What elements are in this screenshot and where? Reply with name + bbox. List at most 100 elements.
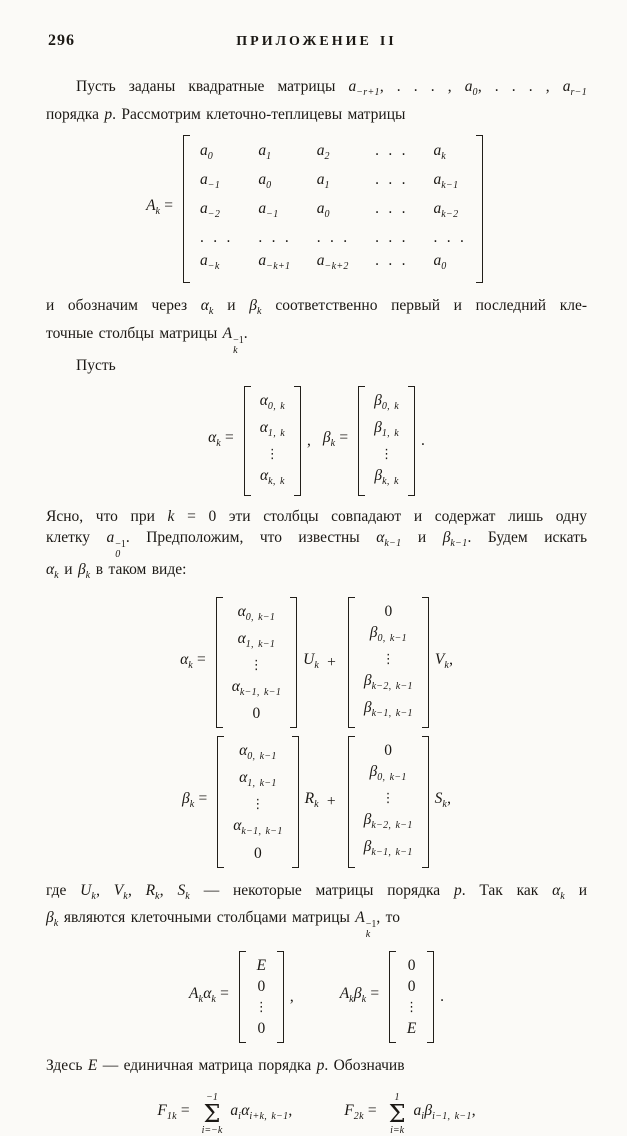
vector-cell: α0, k−1: [233, 740, 282, 767]
math-var: V: [113, 881, 124, 899]
punctuation: ,: [449, 650, 453, 668]
math-var: a: [433, 200, 442, 218]
math-term: aiβi−1, k−1,: [414, 1100, 476, 1128]
math-var: F: [157, 1102, 167, 1120]
math-sub: k, k: [382, 475, 399, 487]
paragraph-line: Пусть заданы квадратные матрицы a−r+1, .…: [46, 76, 587, 104]
math-factor: Sk,: [435, 788, 451, 816]
vector-cell: β0, k: [374, 390, 399, 417]
bracket-left-icon: [243, 385, 251, 496]
math-var: β: [374, 418, 382, 436]
text-run: и: [401, 529, 443, 547]
vector-body: α0, k−1 α1, k−1 ⋮ αk−1, k−1 0: [223, 597, 290, 728]
bracket-left-icon: [238, 951, 246, 1044]
math-var: a: [464, 78, 473, 95]
plus-sign: +: [326, 793, 336, 811]
math-var: a: [433, 252, 442, 270]
math-sub: 1k: [166, 1111, 177, 1123]
math-sub: k−1: [384, 538, 402, 550]
math-sub: k: [365, 928, 371, 940]
math-var: a: [562, 78, 571, 95]
equation-row: F1k= −1 Σ i=−k aiαi+k, k−1,: [157, 1091, 292, 1136]
math-sub: 0, k−1: [377, 772, 407, 784]
matrix-cell: a0: [317, 198, 330, 226]
math-var: a: [316, 200, 325, 218]
paragraph-line: Пусть: [46, 355, 587, 377]
text-run: , . . . ,: [379, 78, 465, 95]
paragraph-line: где Uk, Vk, Rk, Sk — некоторые матрицы п…: [46, 880, 587, 908]
equals-sign: =: [196, 650, 206, 668]
vector-cell: β0, k−1: [364, 622, 413, 649]
math-sub: k: [85, 570, 91, 582]
math-sub: k: [208, 306, 214, 318]
math-var: S: [177, 881, 186, 899]
punctuation: .: [440, 988, 445, 1006]
math-var: β: [424, 1102, 433, 1120]
math-sub: k−1, k−1: [241, 826, 283, 838]
column-vector: 0 β0, k−1 ⋮ βk−2, k−1 βk−1, k−1: [347, 736, 429, 868]
text-run: . Рассмотрим клеточно-теплицевы матрицы: [112, 105, 406, 123]
column-vector: 0 β0, k−1 ⋮ βk−2, k−1 βk−1, k−1: [347, 596, 429, 729]
bracket-right-icon: [427, 951, 435, 1044]
sum-lower-limit: i=k: [390, 1124, 405, 1136]
bracket-left-icon: [347, 736, 355, 868]
equation-lhs: F1k=: [157, 1100, 189, 1128]
equation-row: Akβk= 0 0 ⋮ E .: [340, 951, 445, 1044]
punctuation: ,: [289, 988, 294, 1006]
equation-row: Ak= a0 a1 a2 . . . ak a−1 a0 a1 . . . ak…: [146, 135, 487, 284]
math-sub: k: [188, 659, 193, 671]
equation-row: αk= α0, k−1 α1, k−1 ⋮ αk−1, k−1 0 Uk +: [180, 596, 453, 729]
matrix-cell: ak−2: [434, 198, 459, 226]
math-var: α: [239, 769, 248, 787]
math-var: F: [344, 1102, 354, 1120]
vector-cell: E: [405, 1018, 418, 1039]
math-sub: k: [155, 206, 161, 218]
bracket-right-icon: [291, 736, 299, 868]
math-sub: 0: [441, 261, 447, 273]
math-sub: i−1, k−1: [432, 1111, 472, 1123]
vector-cell: α1, k: [260, 417, 285, 444]
math-var: α: [200, 297, 209, 315]
bracket-left-icon: [347, 596, 355, 729]
math-var: β: [374, 391, 382, 409]
math-factor: Uk: [303, 649, 319, 677]
text-run: точные столбцы матрицы: [46, 325, 223, 343]
sigma-icon: Σ: [203, 1099, 221, 1128]
math-sub: k: [123, 890, 128, 902]
math-sub: 2: [324, 151, 330, 163]
matrix-dots: . . .: [258, 229, 291, 247]
math-sub: −k+2: [324, 261, 349, 273]
text-run: — некоторые матрицы порядка: [189, 881, 454, 899]
equals-sign: =: [225, 428, 234, 446]
math-var: β: [353, 985, 362, 1003]
vertical-dots: ⋮: [265, 446, 279, 462]
math-var: a: [316, 171, 325, 189]
matrix-cell: a−1: [258, 198, 278, 226]
math-var: a: [230, 1102, 239, 1120]
vector-cell: βk−1, k−1: [364, 836, 413, 863]
math-sub: 0: [472, 87, 478, 99]
equals-sign: =: [339, 428, 349, 446]
math-sub: 0: [207, 151, 214, 163]
math-var: β: [77, 561, 86, 579]
equation-row: Akαk= E 0 ⋮ 0 ,: [189, 951, 294, 1044]
math-sub: r−1: [570, 87, 588, 99]
text-run: и: [213, 297, 250, 315]
vertical-dots: ⋮: [380, 446, 394, 462]
math-sub: 0: [324, 209, 330, 221]
math-sub: k: [314, 799, 319, 811]
text-run: и обозначим через: [46, 297, 201, 315]
equation-lhs: βk=: [182, 788, 207, 816]
math-var: α: [180, 650, 189, 668]
equation-lhs: Akβk=: [340, 983, 379, 1011]
math-var: a: [348, 78, 357, 95]
sum-upper-limit: −1: [206, 1091, 218, 1103]
text-run: , . . . ,: [477, 78, 563, 95]
matrix-dots: . . .: [433, 229, 466, 247]
vector-cell: βk−2, k−1: [364, 670, 413, 697]
paragraph-line: αk и βk в таком виде:: [46, 559, 587, 587]
column-vector: α0, k α1, k ⋮ αk, k: [243, 385, 302, 496]
text-run: Пусть заданы квадратные матрицы: [76, 78, 349, 95]
vector-cell: 0: [384, 742, 392, 760]
